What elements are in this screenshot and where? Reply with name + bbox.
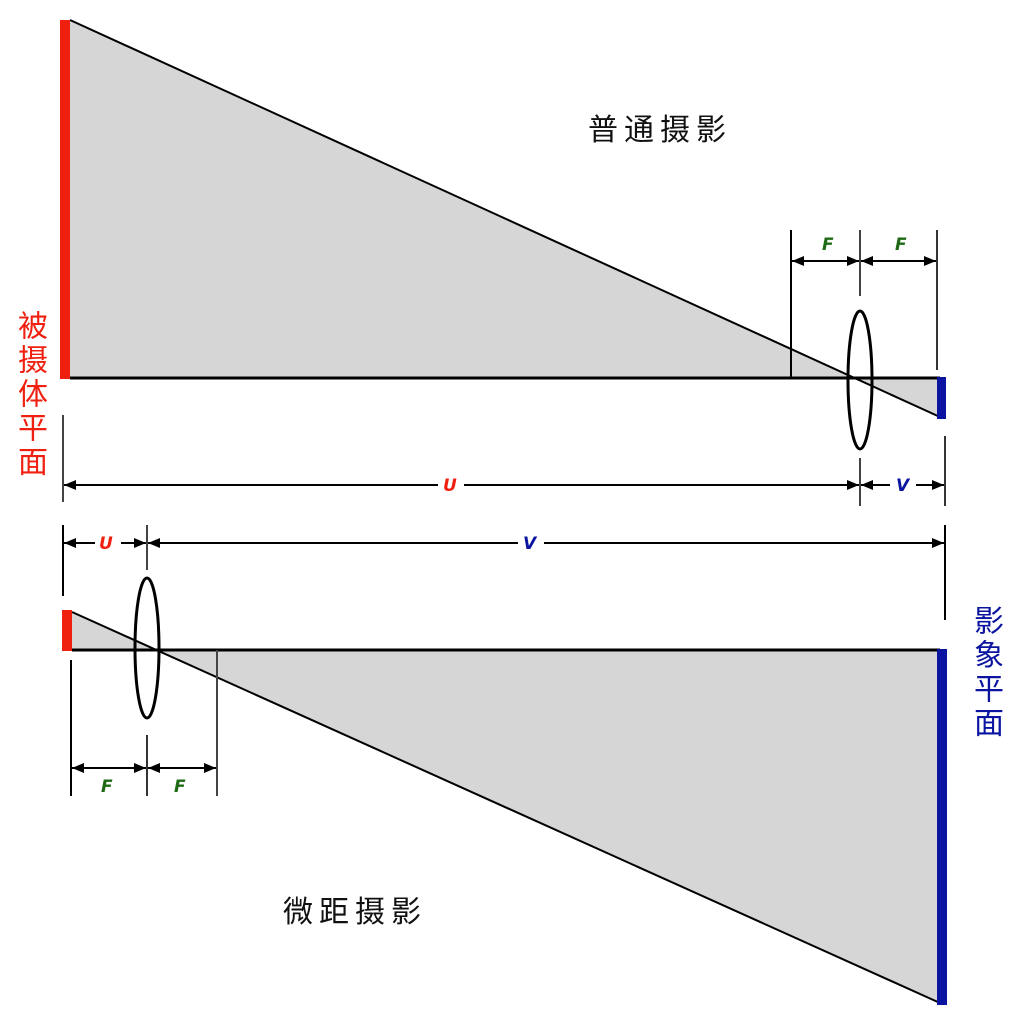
f-label: F — [174, 777, 186, 797]
v-label: V — [896, 476, 911, 496]
normal-title: 普通摄影 — [588, 113, 732, 148]
image-plane-bar — [937, 649, 947, 1005]
macro-photography: U V F F 微距摄影 — [62, 525, 947, 1005]
image-plane-label: 影象平面 — [968, 605, 1003, 741]
object-plane-bar — [62, 610, 72, 651]
object-plane-label: 被摄体平面 — [12, 310, 47, 480]
lens — [133, 576, 161, 720]
normal-photography: F F U V 普通摄影 — [60, 19, 946, 506]
u-label: U — [99, 534, 113, 554]
object-plane-bar — [60, 20, 70, 379]
u-label: U — [443, 476, 457, 496]
f-label: F — [822, 235, 834, 255]
macro-title: 微距摄影 — [283, 895, 427, 930]
lens — [846, 309, 874, 451]
ray — [69, 19, 941, 418]
f-label: F — [895, 235, 907, 255]
image-plane-bar — [937, 377, 946, 419]
v-label: V — [523, 534, 538, 554]
f-label: F — [101, 777, 113, 797]
